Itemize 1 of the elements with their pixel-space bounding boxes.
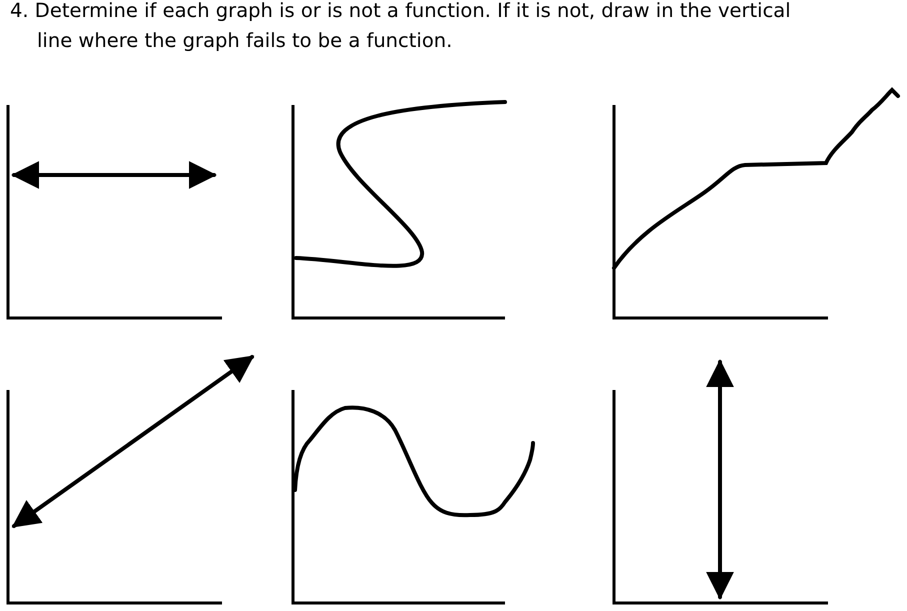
question-text: 4. Determine if each graph is or is not a function. If it is not, draw in the vertical line where the graph fails to be a function. xyxy=(10,0,792,54)
